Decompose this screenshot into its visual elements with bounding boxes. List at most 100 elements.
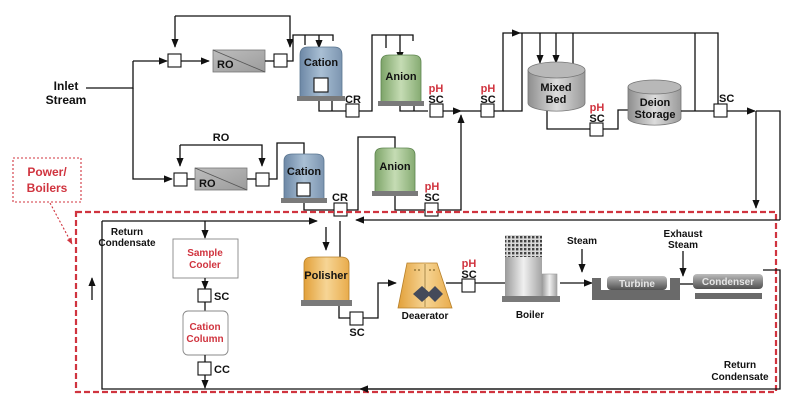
cation-bottom-window	[296, 182, 311, 197]
top-header-line	[520, 32, 719, 104]
cation-bottom-label: Cation	[287, 166, 322, 178]
exhaust-steam-line2: Steam	[668, 240, 698, 251]
bottom-ro-bypass	[180, 144, 266, 167]
ro-bottom-bypass-label: RO	[213, 132, 230, 144]
boiler[interactable]: Boiler	[502, 235, 560, 321]
mixed-bed-label-line1: Mixed	[540, 82, 571, 94]
sample-cooler-line2: Cooler	[189, 260, 221, 271]
power-boilers-region	[74, 210, 778, 394]
pipe-cation-top-out	[318, 101, 346, 112]
condenser-label: Condenser	[702, 277, 754, 288]
return-condensate-left-line2: Condensate	[98, 238, 156, 249]
bottom-ro-inlet-valve[interactable]	[173, 172, 188, 187]
anion-top-ph-label: pH	[429, 83, 444, 95]
pipe-to-cation-bottom	[269, 142, 305, 180]
cation-tank-bottom[interactable]: Cation	[281, 153, 327, 203]
sample-sc-sensor[interactable]	[197, 288, 212, 303]
condenser[interactable]: Condenser	[693, 274, 763, 299]
boiler-inlet-sensor[interactable]	[461, 278, 476, 293]
cr-top-label: CR	[345, 94, 361, 106]
pipe-to-deion-storage	[603, 109, 628, 130]
ro-unit-top[interactable]: RO	[212, 49, 266, 73]
boiler-label: Boiler	[516, 310, 544, 321]
mixed-bed-tank[interactable]: Mixed Bed	[527, 61, 586, 112]
polisher-sc-label: SC	[349, 327, 364, 339]
deion-storage-label-line1: Deion	[640, 97, 671, 109]
mixed-bed-label-line2: Bed	[546, 94, 567, 106]
ro-top-label: RO	[217, 59, 234, 71]
power-boilers-callout: Power/ Boilers	[12, 157, 82, 245]
sample-cooler[interactable]: Sample Cooler	[172, 238, 239, 279]
cr-bottom-label: CR	[332, 192, 348, 204]
anion-tank-bottom[interactable]: Anion	[372, 147, 418, 196]
pipe-to-mixed-bed-header	[494, 29, 521, 112]
mixed-bed-inlet-sensor[interactable]	[480, 103, 495, 118]
deaerator-label: Deaerator	[402, 311, 449, 322]
pipe-anion-bottom-out	[394, 196, 425, 211]
pipe-to-cation-top	[287, 34, 334, 62]
cation-tank-top[interactable]: Cation	[297, 46, 345, 101]
cation-column-cc-sensor[interactable]	[197, 361, 212, 376]
cation-top-label: Cation	[304, 57, 339, 69]
return-loop-perimeter	[101, 221, 781, 390]
exhaust-steam-line1: Exhaust	[664, 229, 704, 240]
return-condensate-left-line1: Return	[111, 227, 143, 238]
callout-pointer	[49, 202, 73, 245]
deaerator[interactable]: Deaerator	[397, 262, 453, 322]
pipe-polisher-out	[338, 306, 350, 319]
top-ro-outlet-valve[interactable]	[273, 53, 288, 68]
deion-storage-tank[interactable]: Deion Storage	[627, 79, 682, 126]
pipe-cation-bottom-out	[303, 203, 334, 211]
anion-bottom-sensor[interactable]	[424, 202, 439, 217]
cation-column[interactable]: Cation Column	[182, 310, 229, 356]
mixed-out-ph-label: pH	[590, 102, 605, 114]
polisher-label: Polisher	[304, 270, 348, 282]
pipe-right-return	[756, 110, 781, 220]
anion-tank-top[interactable]: Anion	[378, 54, 424, 106]
turbine[interactable]: Turbine	[592, 276, 680, 300]
pipe-to-anion-bottom	[347, 136, 396, 211]
sample-sc-label: SC	[214, 291, 229, 303]
boiler-in-ph-label: pH	[462, 258, 477, 270]
deion-storage-label-line2: Storage	[635, 109, 676, 121]
pipe-to-bottom-train	[132, 88, 173, 183]
return-condensate-right-line2: Condensate	[711, 372, 769, 383]
storage-out-sc-label: SC	[719, 93, 734, 105]
anion-top-sc-label: SC	[428, 94, 443, 106]
inlet-stream-label: Inlet Stream	[46, 79, 87, 107]
turbine-label: Turbine	[619, 279, 655, 290]
pipe-to-anion-top	[359, 34, 414, 112]
inlet-label-line1: Inlet	[54, 79, 79, 93]
polisher-tank[interactable]: Polisher	[301, 256, 352, 306]
pipe-anion-top-out	[399, 106, 428, 112]
top-ro-inlet-valve[interactable]	[167, 53, 182, 68]
inlet-label-line2: Stream	[46, 93, 87, 107]
return-condensate-right-line1: Return	[724, 360, 756, 371]
anion-top-sensor[interactable]	[429, 103, 444, 118]
ro-unit-bottom[interactable]: RO	[194, 167, 248, 191]
polisher-sc-sensor[interactable]	[349, 311, 364, 326]
pipe-to-deaerator	[363, 279, 397, 319]
storage-outlet-sensor[interactable]	[713, 103, 728, 118]
cation-column-line2: Column	[186, 334, 223, 345]
mixed-bed-outlet-sensor[interactable]	[589, 122, 604, 137]
pipe-anion-bottom-up	[438, 114, 465, 211]
cation-top-window	[313, 77, 329, 93]
steam-label: Steam	[567, 236, 597, 247]
top-ro-bypass	[175, 15, 294, 48]
anion-top-label: Anion	[385, 71, 416, 83]
anion-bottom-ph-label: pH	[425, 181, 440, 193]
pipe-mixed-bed-bypass	[503, 33, 523, 112]
anion-bottom-label: Anion	[379, 161, 410, 173]
ro-bottom-label: RO	[199, 178, 216, 190]
cr-top-sensor[interactable]	[345, 103, 360, 118]
bottom-ro-outlet-valve[interactable]	[255, 172, 270, 187]
inlet-pipe	[86, 61, 134, 89]
mixed-in-ph-label: pH	[481, 83, 496, 95]
cr-bottom-sensor[interactable]	[333, 202, 348, 217]
power-boilers-label-line2: Boilers	[27, 181, 68, 195]
anion-bottom-sc-label: SC	[424, 192, 439, 204]
boiler-in-sc-label: SC	[461, 269, 476, 281]
power-boilers-label-line1: Power/	[27, 165, 67, 179]
